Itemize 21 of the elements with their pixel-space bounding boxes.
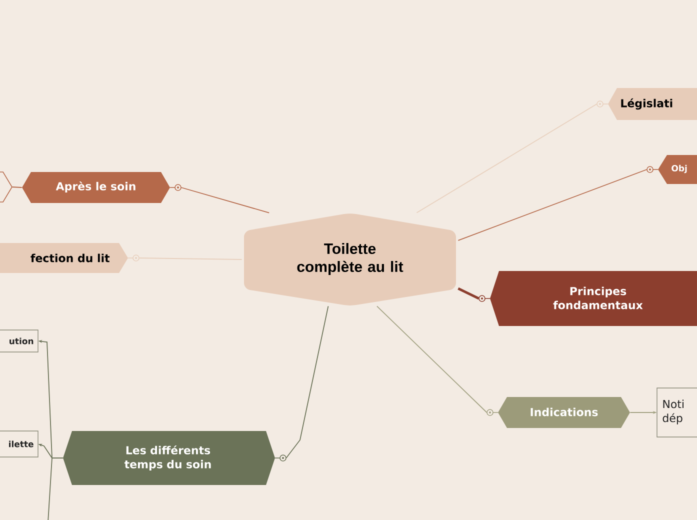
topic-box: Principes fondamentaux bbox=[478, 271, 697, 326]
topic-box: Législati bbox=[596, 88, 697, 120]
connector bbox=[458, 169, 648, 241]
connector bbox=[416, 104, 598, 214]
topic-box: Les différents temps du soin bbox=[63, 431, 286, 485]
subtopic-box: ution bbox=[0, 330, 38, 352]
topic-box: Après le soin bbox=[22, 172, 182, 203]
connector bbox=[12, 186, 22, 188]
central-topic: Toilette complète au lit bbox=[244, 214, 456, 306]
connector bbox=[286, 306, 329, 458]
connector bbox=[458, 287, 480, 300]
topic-box: Obj bbox=[646, 155, 697, 184]
connector bbox=[180, 187, 270, 214]
topic-outline bbox=[0, 172, 12, 202]
subtopic-box: Noti dép bbox=[656, 388, 697, 438]
connector bbox=[376, 306, 488, 413]
topic-box: Indications bbox=[486, 397, 630, 428]
connector bbox=[138, 258, 242, 260]
subtopic-box: ilette bbox=[0, 430, 38, 458]
topic-box: fection du lit bbox=[0, 243, 140, 273]
connector bbox=[48, 458, 64, 520]
